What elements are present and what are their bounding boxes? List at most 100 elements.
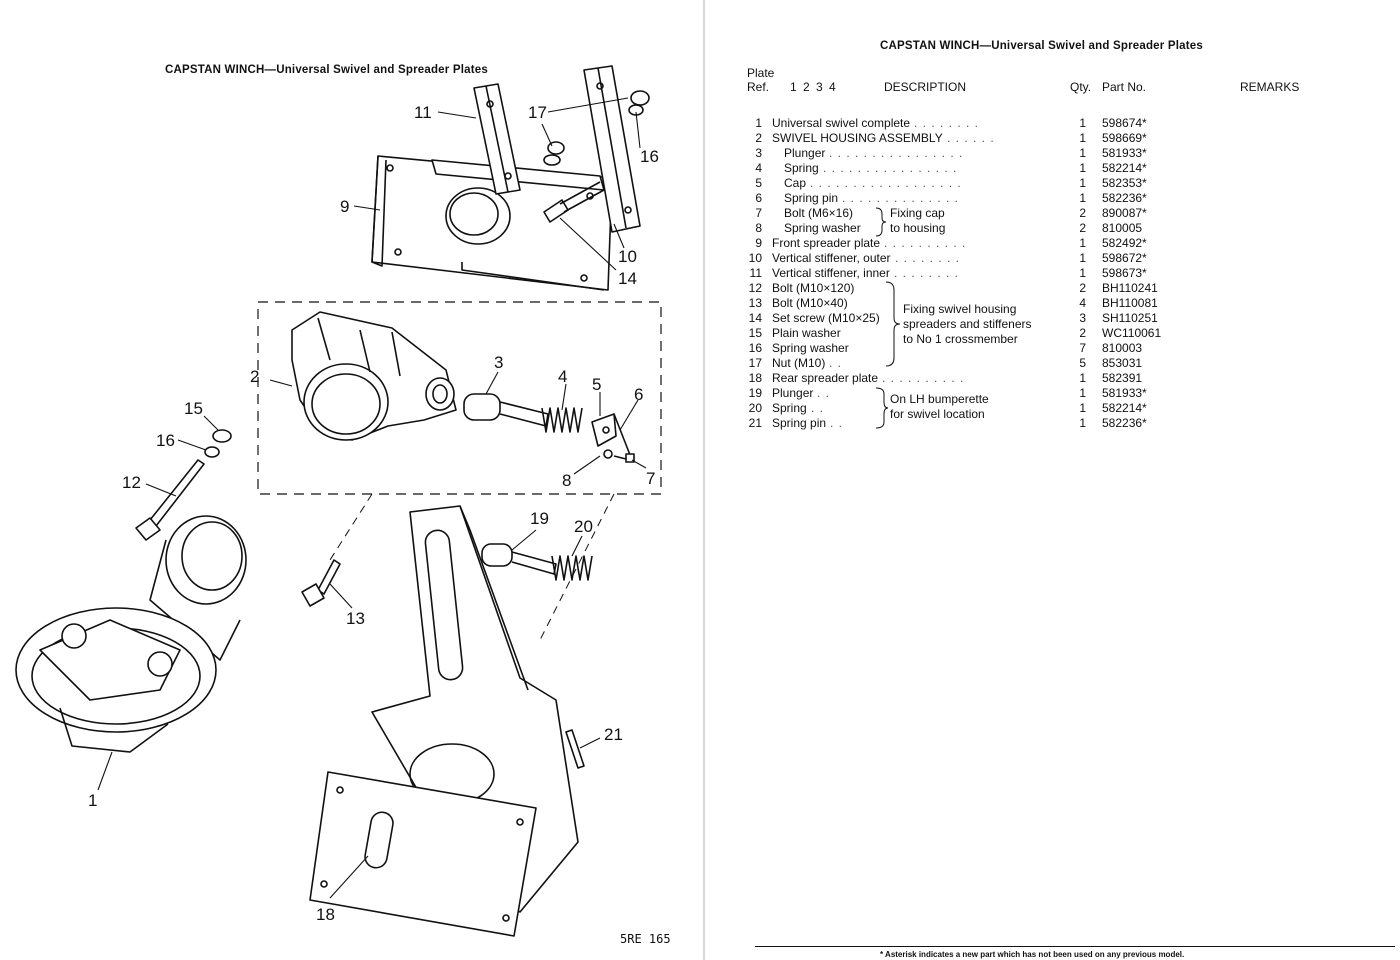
leader-lines xyxy=(97,97,647,899)
callout-17: 17 xyxy=(528,103,547,122)
row-description: Spring washer xyxy=(784,221,861,235)
cap-5 xyxy=(591,413,633,461)
row-leader-dots: . . . . . . . . . . . . . . xyxy=(842,191,960,205)
row-qty: 1 xyxy=(1079,131,1086,145)
header-ref: Ref. xyxy=(747,80,770,94)
row-qty: 1 xyxy=(1079,251,1086,265)
row-part-no: 581933* xyxy=(1102,146,1147,160)
callout-14: 14 xyxy=(618,269,637,288)
row-qty: 1 xyxy=(1079,161,1086,175)
row-description: Spring pin xyxy=(784,191,839,205)
row-qty: 1 xyxy=(1079,191,1086,205)
callout-19: 19 xyxy=(530,509,549,528)
row-description: Rear spreader plate xyxy=(772,371,879,385)
row-part-no: 598672* xyxy=(1102,251,1147,265)
row-qty: 2 xyxy=(1079,281,1086,295)
brace-bumperette xyxy=(875,387,889,429)
page-gutter xyxy=(703,0,705,960)
row-leader-dots: . . xyxy=(811,401,825,415)
row-leader-dots: . . xyxy=(817,386,831,400)
header-part-no: Part No. xyxy=(1102,80,1147,94)
row-qty: 2 xyxy=(1079,221,1086,235)
row-leader-dots: . . xyxy=(830,416,844,430)
row-ref: 1 xyxy=(755,116,762,130)
row-leader-dots: . . . . . . . . xyxy=(894,266,960,280)
row-ref: 19 xyxy=(748,386,762,400)
asterisk-footnote: * Asterisk indicates a new part which ha… xyxy=(880,950,1185,959)
spring-20 xyxy=(551,555,593,581)
header-plate: Plate xyxy=(747,66,775,80)
set-screw-14 xyxy=(543,181,605,223)
row-description: Vertical stiffener, inner xyxy=(772,266,890,280)
row-qty: 4 xyxy=(1079,296,1086,310)
row-qty: 1 xyxy=(1079,386,1086,400)
callout-16b: 16 xyxy=(640,147,659,166)
callout-21: 21 xyxy=(604,725,623,744)
row-ref: 5 xyxy=(755,176,762,190)
row-qty: 5 xyxy=(1079,356,1086,370)
row-ref: 16 xyxy=(748,341,762,355)
row-part-no: 890087* xyxy=(1102,206,1147,220)
row-leader-dots: . . . . . . . . . . xyxy=(884,236,967,250)
row-ref: 3 xyxy=(755,146,762,160)
row-description: Vertical stiffener, outer xyxy=(772,251,891,265)
bolt-12 xyxy=(135,459,205,541)
left-page-illustration: CAPSTAN WINCH—Universal Swivel and Sprea… xyxy=(15,64,671,946)
parts-list-title: CAPSTAN WINCH—Universal Swivel and Sprea… xyxy=(880,40,1203,52)
row-qty: 2 xyxy=(1079,206,1086,220)
row-qty: 1 xyxy=(1079,371,1086,385)
callout-4: 4 xyxy=(558,367,567,386)
row-part-no: 853031 xyxy=(1102,356,1143,370)
row-part-no: BH110081 xyxy=(1102,296,1158,310)
row-ref: 13 xyxy=(748,296,762,310)
row-qty: 1 xyxy=(1079,116,1086,130)
row-description: Bolt (M10×120) xyxy=(772,281,855,295)
row-part-no: 582214* xyxy=(1102,161,1147,175)
row-part-no: 582236* xyxy=(1102,416,1147,430)
row-description: Front spreader plate xyxy=(772,236,881,250)
row-description: Spring xyxy=(772,401,807,415)
row-part-no: 582353* xyxy=(1102,176,1147,190)
row-qty: 1 xyxy=(1079,266,1086,280)
note-bumperette-line-1: On LH bumperette xyxy=(890,392,989,406)
row-part-no: 581933* xyxy=(1102,386,1147,400)
row-ref: 14 xyxy=(748,311,762,325)
callout-11: 11 xyxy=(414,103,432,122)
row-ref: 17 xyxy=(748,356,762,370)
note-cap-line-2: to housing xyxy=(890,221,946,235)
row-part-no: 582492* xyxy=(1102,236,1147,250)
plunger-3 xyxy=(463,393,549,427)
row-part-no: WC110061 xyxy=(1102,326,1162,340)
callout-16: 16 xyxy=(156,431,175,450)
row-part-no: SH110251 xyxy=(1102,311,1158,325)
row-description: Nut (M10) xyxy=(772,356,826,370)
note-swivel-line-3: to No 1 crossmember xyxy=(903,332,1018,346)
row-ref: 18 xyxy=(748,371,762,385)
row-leader-dots: . . . . . . xyxy=(947,131,995,145)
callout-3: 3 xyxy=(494,353,503,372)
row-part-no: 598669* xyxy=(1102,131,1147,145)
note-swivel-line-2: spreaders and stiffeners xyxy=(903,317,1032,331)
row-leader-dots: . . xyxy=(829,356,843,370)
row-leader-dots: . . . . . . . . xyxy=(914,116,980,130)
callout-15: 15 xyxy=(184,399,203,418)
row-qty: 1 xyxy=(1079,236,1086,250)
exploded-view-diagram: 1 2 3 4 5 6 7 8 9 10 11 12 13 14 15 16 1… xyxy=(15,65,662,937)
row-ref: 4 xyxy=(755,161,762,175)
header-description: DESCRIPTION xyxy=(884,80,967,94)
row-ref: 12 xyxy=(748,281,762,295)
universal-swivel-complete xyxy=(15,515,247,753)
note-fixing-cap: Fixing cap to housing xyxy=(890,206,945,236)
vertical-stiffener-inner xyxy=(473,83,521,195)
row-ref: 20 xyxy=(748,401,762,415)
row-description: Bolt (M6×16) xyxy=(784,206,854,220)
